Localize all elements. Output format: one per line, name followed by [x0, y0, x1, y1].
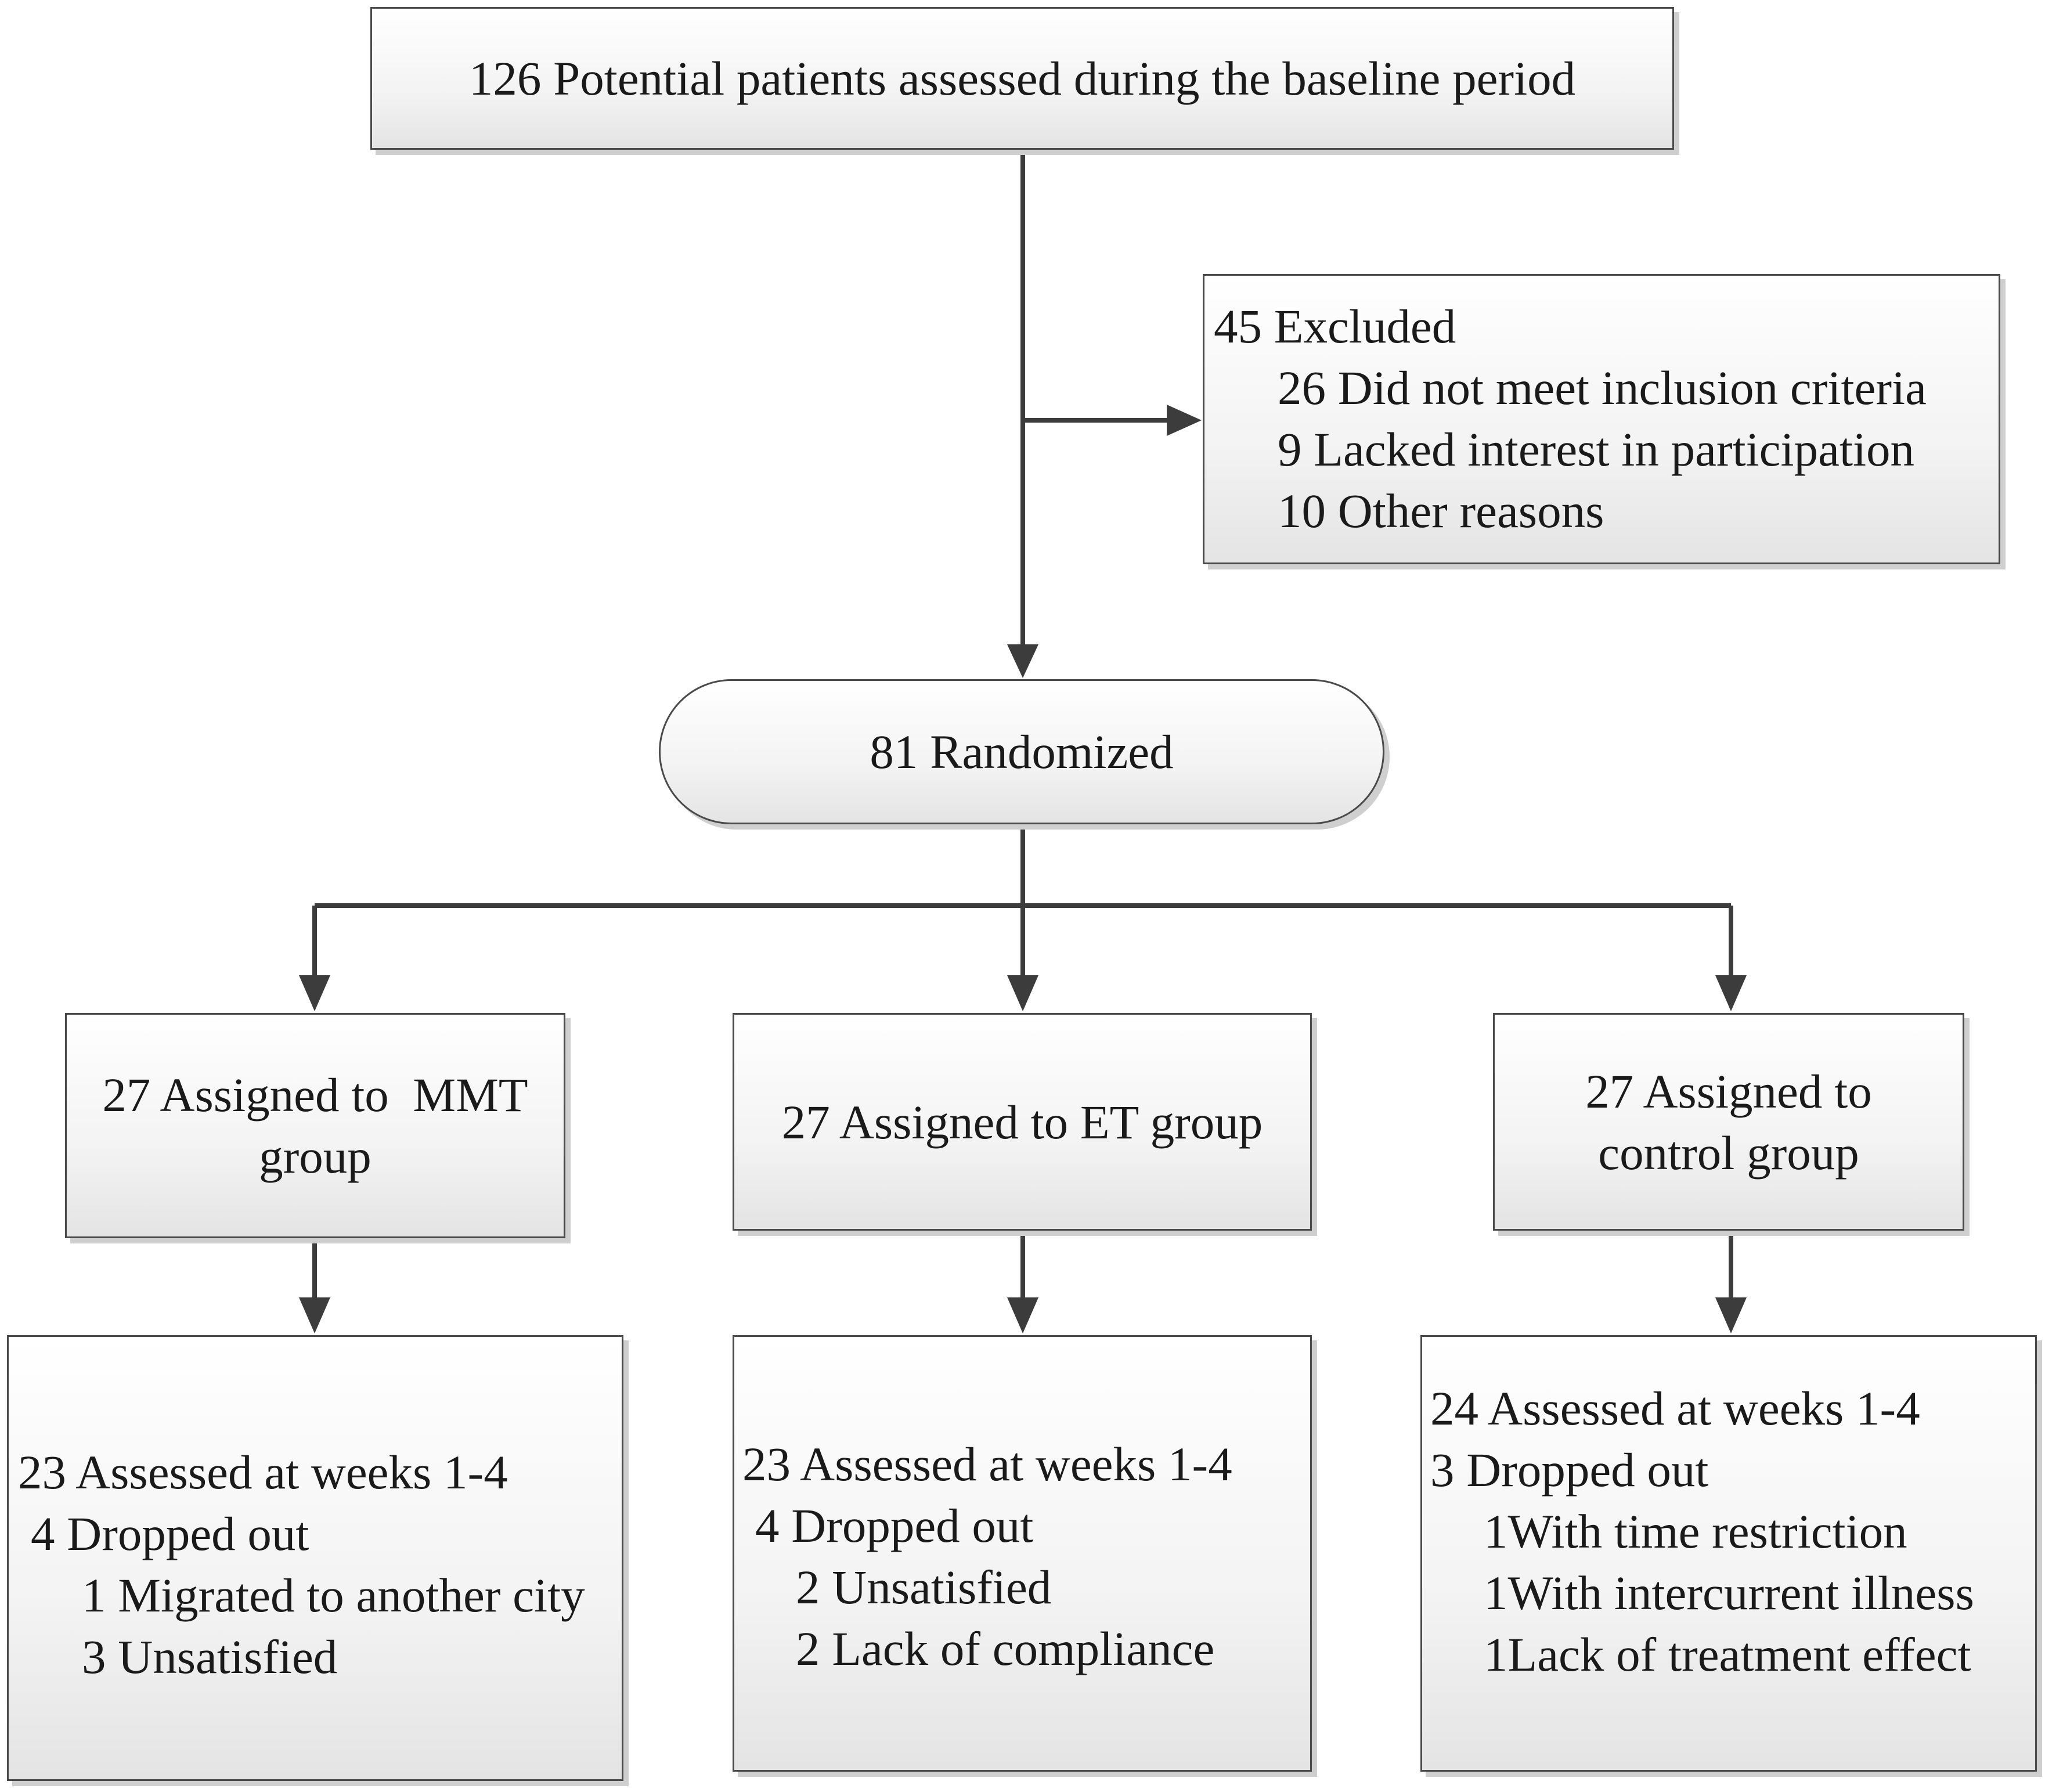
arrowhead-to-excluded	[1167, 405, 1202, 436]
et-dropout-reason: 2 Lack of compliance	[796, 1622, 1215, 1675]
excluded-box: 45 Excluded 26 Did not meet inclusion cr…	[1203, 274, 2000, 564]
arrowhead-to-et-group	[1007, 975, 1038, 1011]
control-group-label-line2: control group	[1598, 1126, 1859, 1180]
arrowhead-to-randomized	[1007, 644, 1038, 678]
arrowhead-to-control-followup	[1715, 1297, 1747, 1333]
screening-text: 126 Potential patients assessed during t…	[468, 52, 1576, 105]
excluded-title: 45 Excluded	[1214, 300, 1456, 353]
et-assessed-text: 23 Assessed at weeks 1-4	[742, 1437, 1232, 1491]
control-dropout-reason: 1With intercurrent illness	[1484, 1566, 1974, 1620]
mmt-dropped-text: 4 Dropped out	[31, 1507, 309, 1560]
control-dropped-text: 3 Dropped out	[1430, 1443, 1709, 1497]
screening-box: 126 Potential patients assessed during t…	[370, 7, 1674, 150]
exclusion-reason: 9 Lacked interest in participation	[1278, 423, 1915, 476]
et-dropout-reason: 2 Unsatisfied	[796, 1560, 1052, 1614]
et-group-box: 27 Assigned to ET group	[733, 1013, 1312, 1231]
et-followup-box: 23 Assessed at weeks 1-4 4 Dropped out 2…	[733, 1335, 1312, 1772]
arrowhead-to-mmt-group	[299, 975, 330, 1011]
exclusion-reason: 10 Other reasons	[1278, 484, 1604, 538]
randomized-box: 81 Randomized	[659, 679, 1384, 824]
arrowhead-to-control-group	[1715, 975, 1747, 1011]
control-dropout-reason: 1With time restriction	[1484, 1505, 1907, 1558]
et-group-label: 27 Assigned to ET group	[781, 1095, 1263, 1149]
control-group-box: 27 Assigned to control group	[1493, 1013, 1964, 1231]
control-followup-box: 24 Assessed at weeks 1-4 3 Dropped out 1…	[1420, 1335, 2037, 1772]
mmt-group-label-line1: 27 Assigned to MMT	[102, 1068, 528, 1122]
et-dropped-text: 4 Dropped out	[755, 1499, 1034, 1552]
control-dropout-reason: 1Lack of treatment effect	[1484, 1628, 1971, 1681]
mmt-group-box: 27 Assigned to MMT group	[65, 1013, 565, 1238]
mmt-dropout-reason: 3 Unsatisfied	[82, 1630, 338, 1683]
mmt-assessed-text: 23 Assessed at weeks 1-4	[18, 1445, 508, 1499]
mmt-followup-box: 23 Assessed at weeks 1-4 4 Dropped out 1…	[7, 1335, 623, 1781]
control-assessed-text: 24 Assessed at weeks 1-4	[1430, 1382, 1920, 1435]
randomized-text: 81 Randomized	[870, 725, 1174, 778]
arrowhead-to-et-followup	[1007, 1297, 1038, 1333]
arrowhead-to-mmt-followup	[299, 1297, 330, 1333]
exclusion-reason: 26 Did not meet inclusion criteria	[1278, 361, 1927, 414]
mmt-group-label-line2: group	[259, 1130, 372, 1183]
mmt-dropout-reason: 1 Migrated to another city	[82, 1569, 585, 1622]
control-group-label-line1: 27 Assigned to	[1585, 1064, 1872, 1118]
